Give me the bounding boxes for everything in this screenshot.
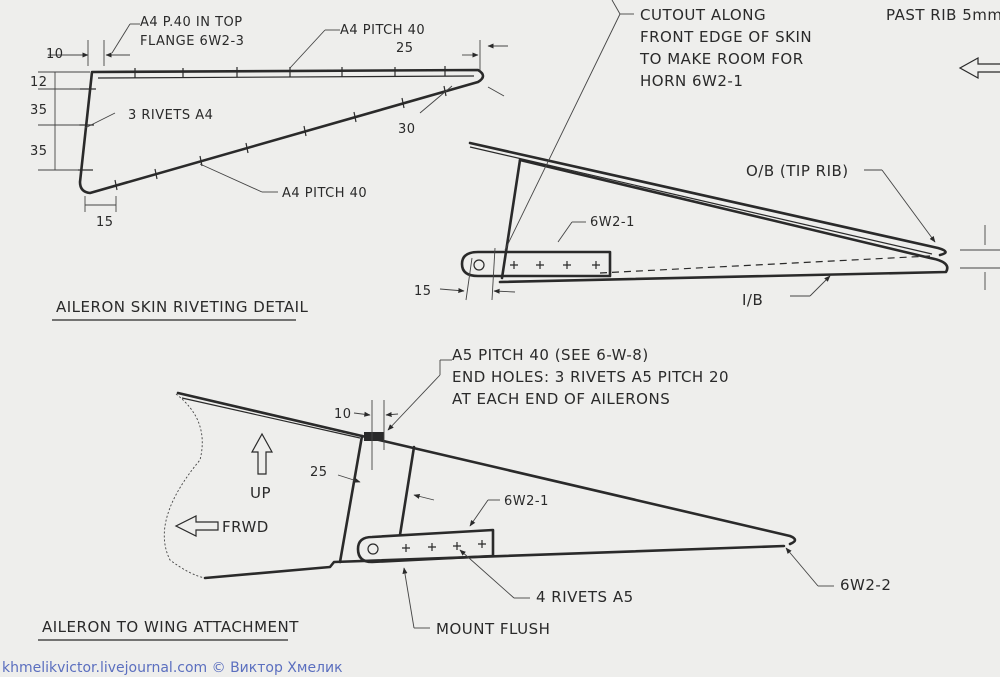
credit-watermark: khmelikvictor.livejournal.com © Виктор Х… — [2, 660, 343, 676]
note-flange: FLANGE 6W2-3 — [140, 34, 244, 49]
horn-rivets — [510, 261, 600, 269]
skin-riveting-detail: A4 P.40 IN TOP FLANGE 6W2-3 A4 PITCH 40 … — [30, 15, 508, 321]
rivets-label: 3 RIVETS A4 — [128, 108, 213, 123]
upper-skin-inner — [469, 146, 933, 255]
up-arrow-icon — [250, 432, 274, 475]
dim-10: 10 — [46, 47, 64, 62]
detail3-title: AILERON TO WING ATTACHMENT — [42, 618, 299, 636]
horn-hole — [473, 259, 485, 271]
dim-15: 15 — [96, 215, 114, 230]
lower-skin — [498, 158, 949, 284]
wing-break-line — [163, 393, 206, 579]
front-rib — [500, 158, 522, 280]
dim-35-lower: 35 — [30, 144, 48, 159]
pitch-top-label: A4 PITCH 40 — [340, 23, 425, 38]
a5-pitch-line-1: A5 PITCH 40 (SEE 6-W-8) — [452, 346, 649, 364]
skin-joint-block — [364, 432, 384, 441]
top-rivet-ticks — [134, 66, 446, 78]
up-label: UP — [250, 484, 271, 502]
tip-rib-detail: CUTOUT ALONG FRONT EDGE OF SKIN TO MAKE … — [414, 0, 1000, 309]
pitch-bottom-label: A4 PITCH 40 — [282, 186, 367, 201]
past-rib-label: PAST RIB 5mm — [886, 6, 1000, 24]
dim-35-upper: 35 — [30, 103, 48, 118]
note-a4-pitch: A4 P.40 IN TOP — [140, 15, 243, 30]
attach-horn-label: 6W2-1 — [504, 494, 549, 509]
dim-25-attach: 25 — [310, 465, 328, 480]
aileron-bottom-skin — [203, 544, 786, 580]
aileron-top-skin — [176, 391, 797, 546]
attachment-horn — [356, 528, 495, 564]
frwd-label: FRWD — [222, 518, 269, 536]
wing-attachment-detail: A5 PITCH 40 (SEE 6-W-8) END HOLES: 3 RIV… — [38, 346, 891, 641]
dim-12: 12 — [30, 75, 48, 90]
tip-part-label: 6W2-2 — [840, 576, 891, 594]
ib-label: I/B — [742, 291, 763, 309]
horn-6w2-1 — [460, 250, 612, 278]
wing-upper-inner — [181, 397, 361, 439]
dim-25: 25 — [396, 41, 414, 56]
a5-pitch-line-3: AT EACH END OF AILERONS — [452, 390, 670, 408]
attachment-rivets — [402, 540, 486, 552]
forward-arrow-icon — [174, 515, 219, 537]
a5-pitch-line-2: END HOLES: 3 RIVETS A5 PITCH 20 — [452, 368, 729, 386]
cutout-line-2: FRONT EDGE OF SKIN — [640, 28, 812, 46]
detail1-title: AILERON SKIN RIVETING DETAIL — [56, 298, 309, 316]
front-spar — [338, 434, 364, 564]
upper-skin — [468, 141, 947, 257]
mount-flush-label: MOUNT FLUSH — [436, 620, 550, 638]
cutout-line-1: CUTOUT ALONG — [640, 6, 766, 24]
detail2-leaders — [439, 0, 1000, 301]
attachment-horn-hole — [367, 543, 379, 555]
left-arrow-icon — [958, 56, 1000, 80]
horn-label: 6W2-1 — [590, 215, 635, 230]
dim-30: 30 — [398, 122, 416, 137]
detail1-dimensions — [38, 23, 508, 212]
cutout-line-4: HORN 6W2-1 — [640, 72, 743, 90]
cutout-line-3: TO MAKE ROOM FOR — [639, 50, 804, 68]
rear-spar — [398, 445, 416, 537]
top-flange-line — [97, 75, 475, 79]
dim-10-attach: 10 — [334, 407, 352, 422]
ib-dashed-line — [599, 255, 931, 274]
four-rivets-label: 4 RIVETS A5 — [536, 588, 634, 606]
ob-tip-rib-label: O/B (TIP RIB) — [746, 162, 849, 180]
detail3-leaders — [337, 359, 834, 629]
skin-outline — [78, 68, 485, 195]
dim-15-horn: 15 — [414, 284, 432, 299]
